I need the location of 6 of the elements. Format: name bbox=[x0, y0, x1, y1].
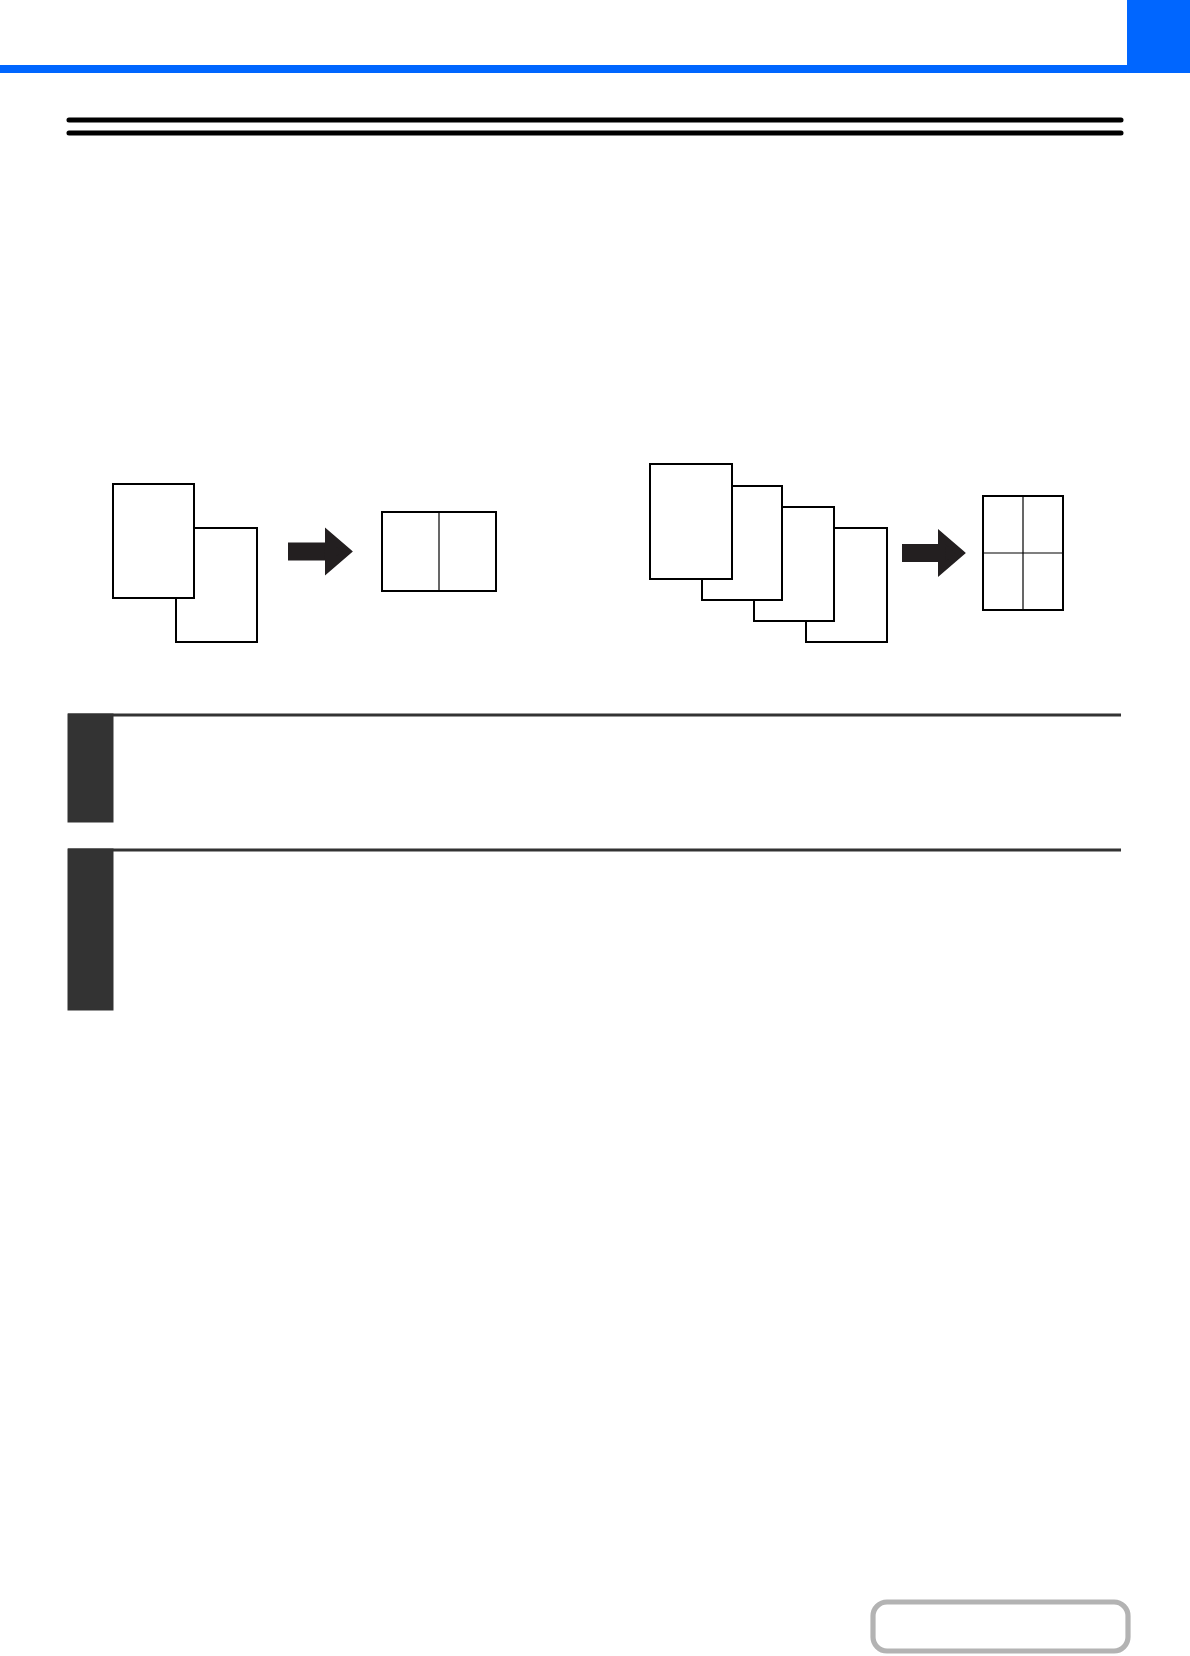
layout-sheet bbox=[981, 494, 1065, 612]
paper-sheet bbox=[649, 463, 733, 580]
paper-sheet bbox=[112, 483, 195, 599]
layout-sheet bbox=[381, 510, 497, 593]
step-marker bbox=[67, 713, 114, 823]
step-marker bbox=[67, 848, 114, 1011]
